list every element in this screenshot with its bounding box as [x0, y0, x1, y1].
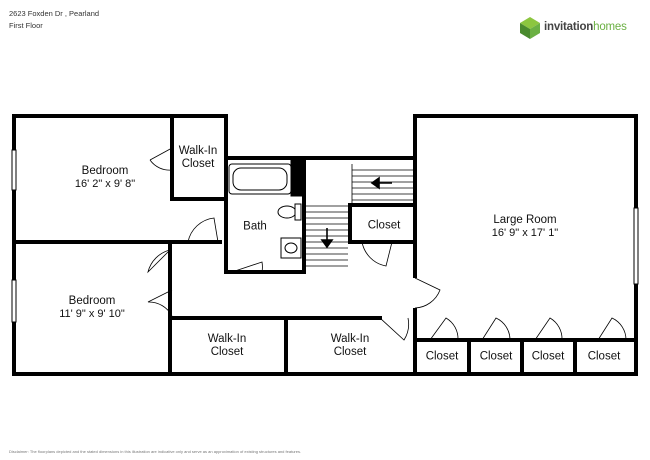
staircase [306, 164, 413, 267]
window [11, 279, 17, 323]
door-swings [147, 147, 627, 341]
room-closet-b: Closet [479, 350, 513, 363]
room-closet-a: Closet [425, 350, 459, 363]
property-address: 2623 Foxden Dr , Pearland [9, 9, 100, 18]
room-closet-c: Closet [531, 350, 565, 363]
room-closet-stair: Closet [367, 219, 401, 232]
invitation-homes-logo: invitationhomes [518, 16, 636, 42]
floor-label: First Floor [9, 21, 43, 30]
logo-mark-icon [520, 17, 540, 39]
room-closet-d: Closet [587, 350, 621, 363]
window [633, 207, 639, 285]
window [11, 149, 17, 191]
wall-fill [290, 159, 303, 197]
disclaimer-text: Disclaimer: The floorplans depicted and … [9, 449, 302, 454]
toilet [277, 205, 297, 219]
logo-wordmark: invitationhomes [544, 21, 627, 33]
room-bath: Bath [243, 220, 267, 233]
